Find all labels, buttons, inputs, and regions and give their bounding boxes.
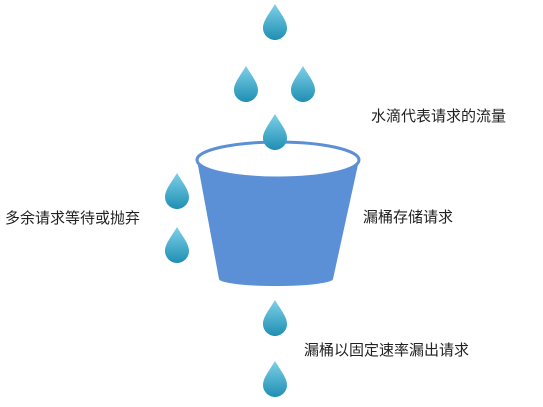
water-drop-icon — [165, 173, 189, 209]
bucket-label: 漏桶存储请求 — [363, 208, 453, 226]
bucket — [195, 140, 361, 286]
water-drop-icon — [165, 227, 189, 263]
water-drop-icon — [263, 300, 287, 336]
flow-label: 水滴代表请求的流量 — [371, 107, 506, 125]
leak-label: 漏桶以固定速率漏出请求 — [304, 341, 469, 359]
water-drop-icon — [234, 66, 258, 102]
water-drop-icon — [263, 4, 287, 40]
water-drop-icon — [291, 66, 315, 102]
overflow-label: 多余请求等待或抛弃 — [5, 209, 140, 227]
water-drop-icon — [263, 114, 287, 150]
bucket-bottom-rim — [219, 272, 333, 286]
bucket-body — [197, 160, 359, 279]
water-drop-icon — [263, 361, 287, 397]
